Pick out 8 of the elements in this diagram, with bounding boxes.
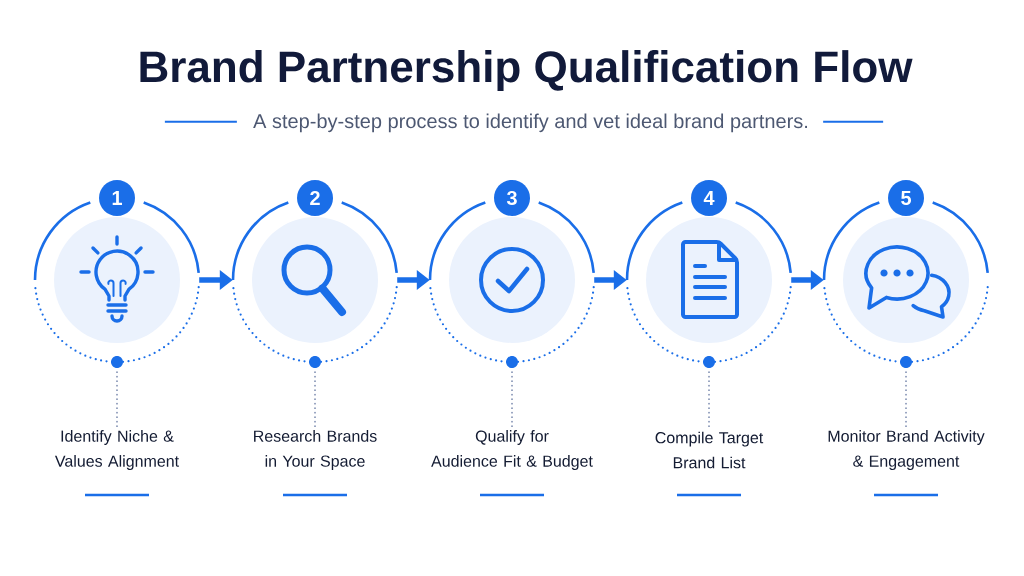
step-label: Qualify for Audience Fit & Budget — [431, 430, 593, 470]
step-label: Identify Niche & Values Alignment — [54, 430, 179, 470]
step-label: Research Brands in Your Space — [254, 430, 377, 470]
subtitle: A step-by-step process to identify and vet ideal brand partners. — [253, 113, 808, 133]
step-label: Monitor Brand Activity & Engagement — [828, 430, 985, 470]
title: Brand Partnership Qualification Flow — [140, 50, 913, 92]
step-label: Compile Target Brand List — [655, 431, 764, 469]
number-badge: 1 — [99, 180, 135, 216]
